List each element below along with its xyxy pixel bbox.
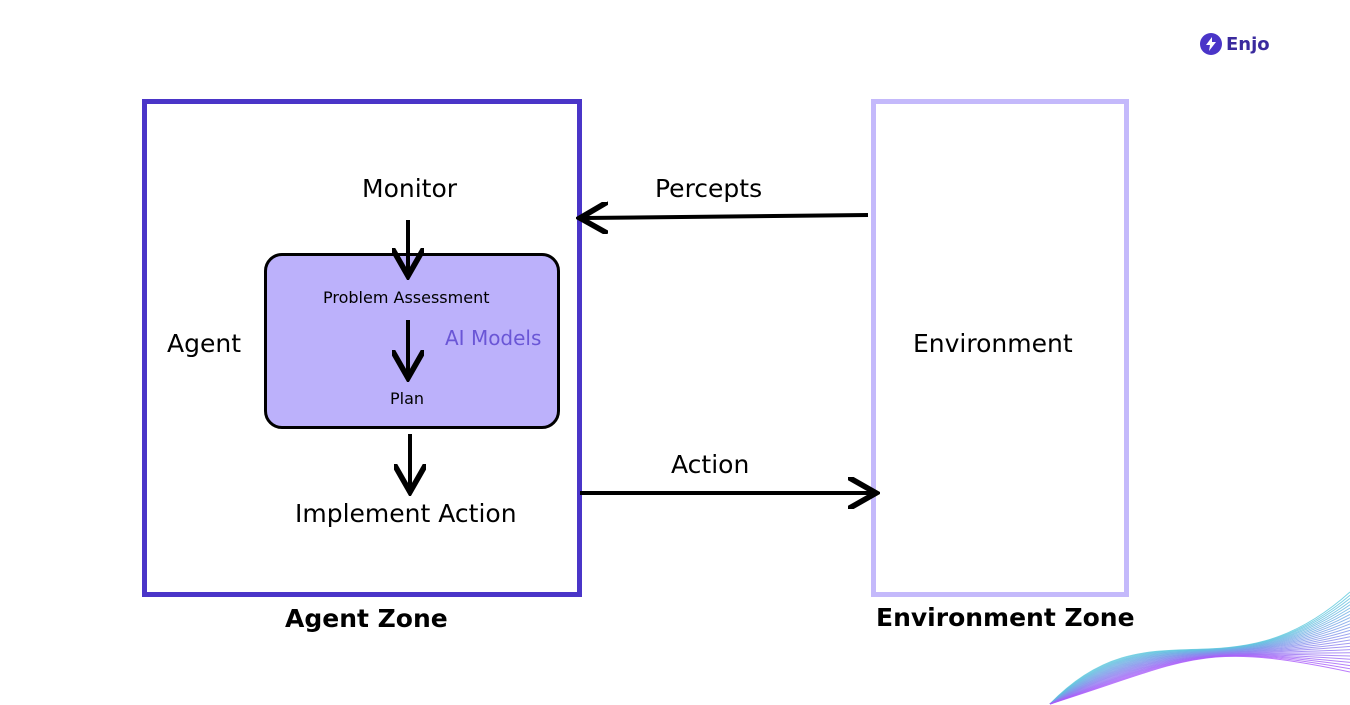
action-label: Action: [671, 450, 750, 479]
wave-line: [1049, 629, 1350, 705]
ai-models-box: [264, 253, 560, 429]
enjo-logo: Enjo: [1200, 33, 1270, 55]
plan-label: Plan: [390, 389, 425, 408]
logo-text: Enjo: [1226, 33, 1270, 55]
wave-line: [1049, 655, 1350, 705]
problem-assessment-label: Problem Assessment: [323, 288, 490, 307]
implement-action-label: Implement Action: [295, 499, 517, 528]
agent-box: [142, 99, 582, 597]
agent-zone-label: Agent Zone: [285, 604, 448, 633]
wave-decoration: [1049, 591, 1350, 705]
environment-zone-label: Environment Zone: [876, 603, 1135, 632]
environment-label: Environment: [913, 329, 1073, 358]
agent-label: Agent: [167, 329, 241, 358]
percepts-label: Percepts: [655, 174, 763, 203]
percepts-arrow: [584, 215, 869, 218]
environment-box: [871, 99, 1129, 597]
ai-models-label: AI Models: [445, 326, 542, 350]
bolt-icon: [1200, 33, 1222, 55]
monitor-label: Monitor: [362, 174, 458, 203]
